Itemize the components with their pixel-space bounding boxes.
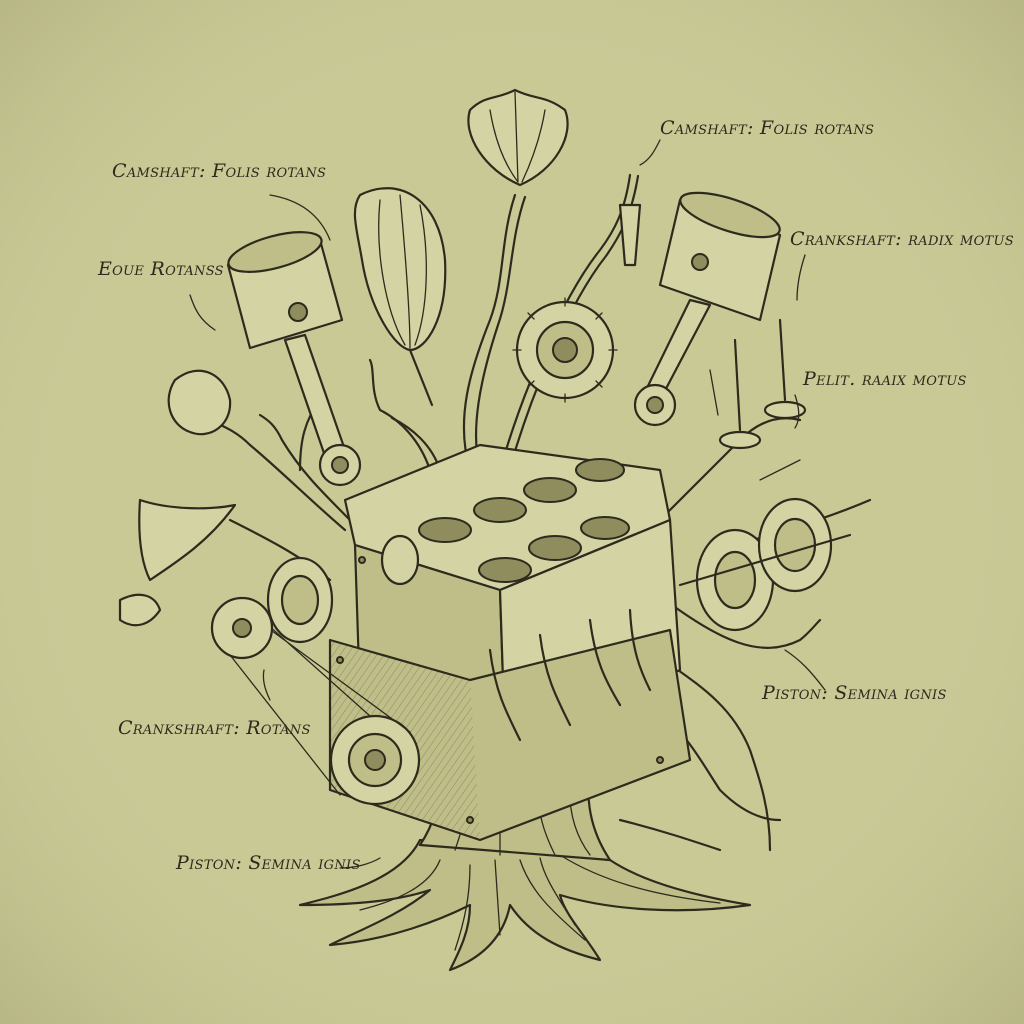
label-arrows bbox=[189, 139, 826, 869]
piston-left bbox=[226, 231, 362, 487]
rear-pulleys bbox=[678, 497, 852, 632]
label-camshaft-left: Camshaft: Folis rotans bbox=[112, 160, 327, 182]
label-crankshaft-rotans: Crankshraft: Rotans bbox=[118, 717, 311, 739]
label-camshaft-top-right: Camshaft: Folis rotans bbox=[660, 117, 875, 139]
label-piston-bottom: Piston: Semina ignis bbox=[176, 852, 361, 874]
top-flower bbox=[467, 88, 569, 187]
gear-center bbox=[512, 297, 618, 403]
label-piston-right: Piston: Semina ignis bbox=[762, 682, 947, 704]
tree-roots bbox=[298, 838, 752, 972]
piston-right bbox=[633, 191, 782, 427]
spark-plug bbox=[618, 203, 642, 267]
left-flowers bbox=[118, 369, 237, 627]
label-crankshaft-radix: Crankshaft: radix motus bbox=[790, 228, 1014, 250]
label-pelit-radix: Pelit. raaix motus bbox=[803, 368, 967, 390]
seed-pod bbox=[353, 187, 447, 407]
gear-left bbox=[210, 596, 274, 660]
valves bbox=[718, 318, 807, 450]
engine-block bbox=[328, 443, 692, 842]
label-eoue-rotanss: Eoue Rotanss bbox=[98, 258, 224, 280]
